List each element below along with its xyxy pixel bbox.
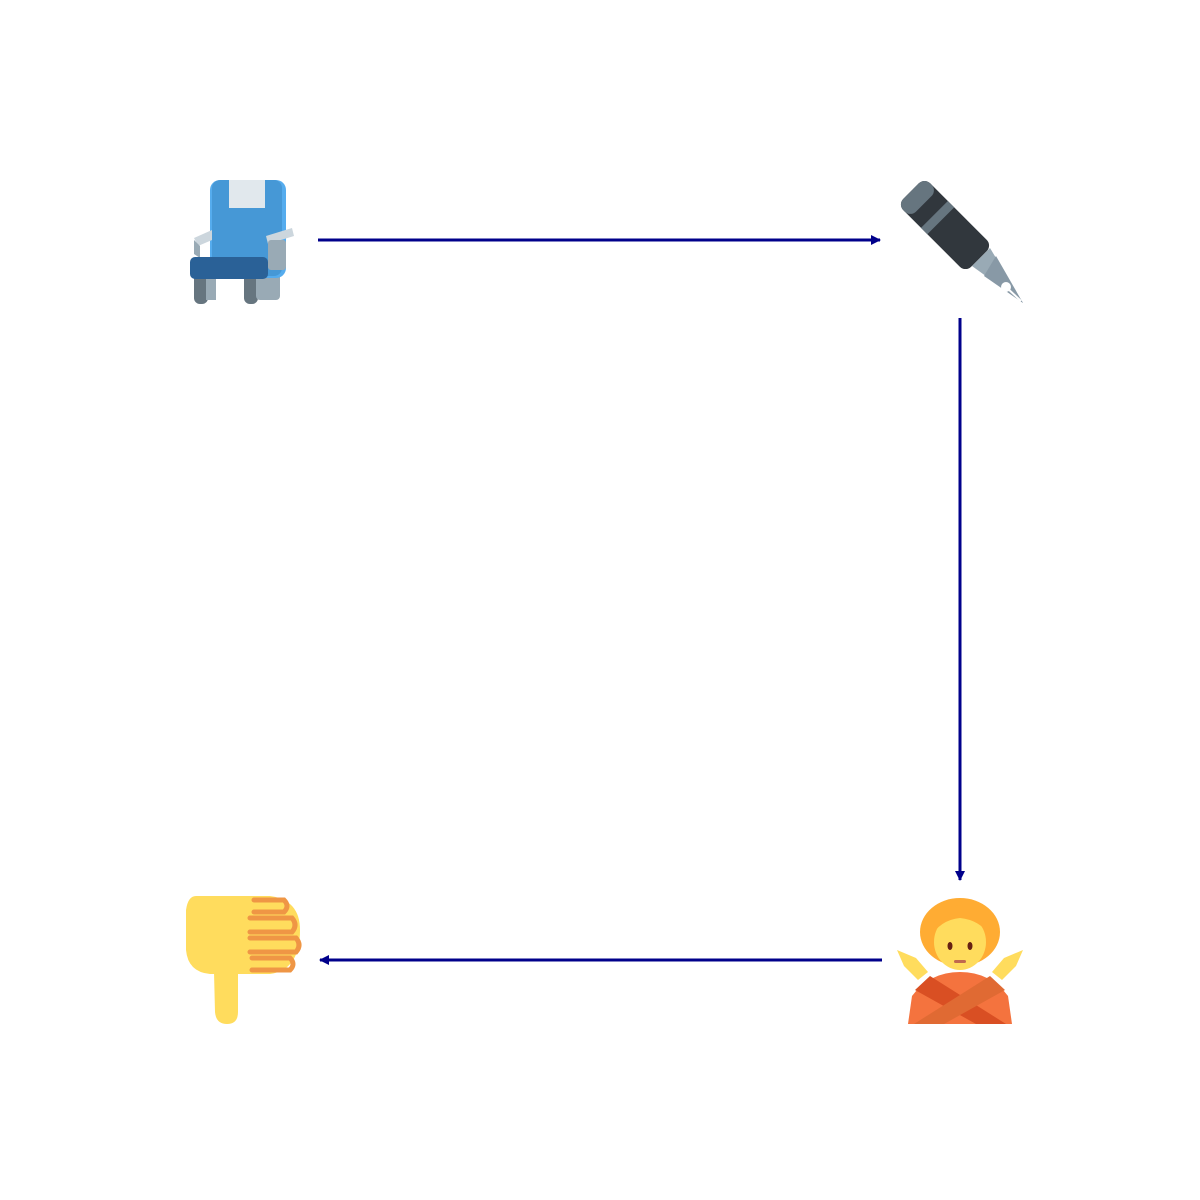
fountain-pen-icon [900, 180, 1023, 303]
seat-icon [190, 180, 294, 304]
thumbs-down-icon [186, 896, 302, 1024]
edges [318, 235, 965, 965]
person-gesturing-no-icon [897, 898, 1023, 1024]
